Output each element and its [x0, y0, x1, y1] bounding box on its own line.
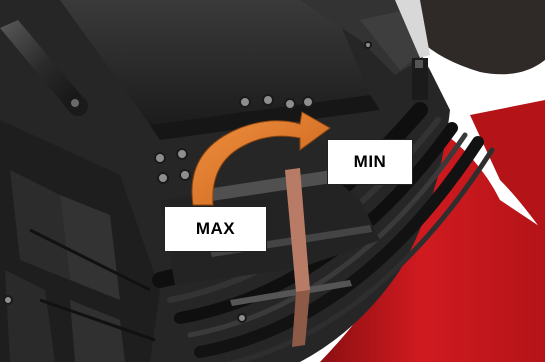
max-label: MAX: [164, 206, 267, 252]
rod-end-highlight: [71, 99, 79, 107]
min-label: MIN: [327, 139, 413, 185]
latch-screw: [415, 60, 423, 68]
rod-end: [68, 96, 88, 116]
